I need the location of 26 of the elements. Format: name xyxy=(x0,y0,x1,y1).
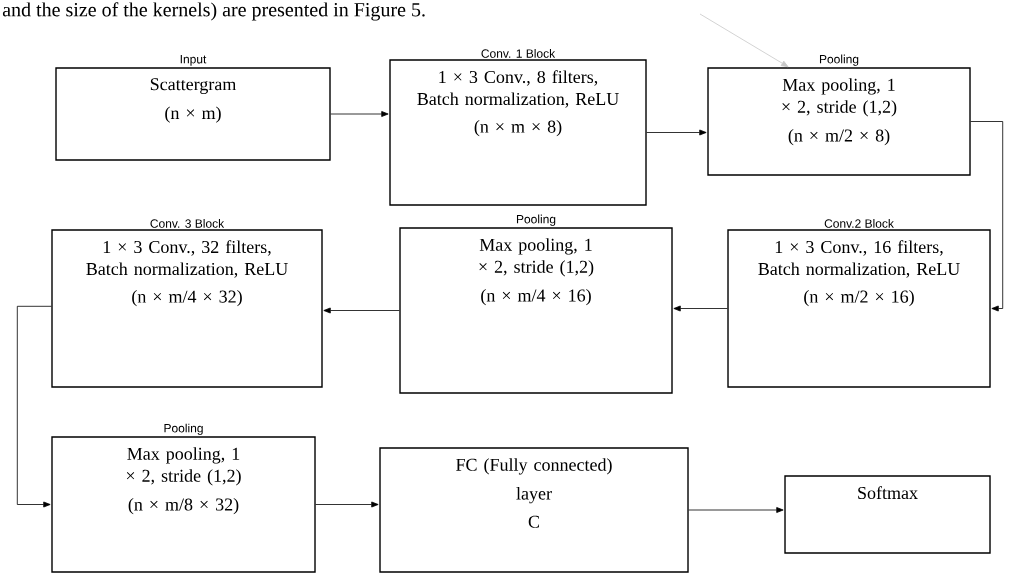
block-heading: Pooling xyxy=(164,423,203,435)
block-heading: Input xyxy=(180,55,207,66)
block-heading: Conv. 1 Block xyxy=(481,49,556,58)
layer-box: Scattergram (n × m) xyxy=(55,67,331,161)
caption-text: and the size of the kernels) are presented in Figure 5. xyxy=(2,2,425,21)
block-heading: Pooling xyxy=(820,54,859,66)
layer-box: Max pooling, 1 × 2, stride (1,2) (n × m/4 × 16) xyxy=(399,227,673,394)
arrow xyxy=(330,111,389,117)
arrow xyxy=(315,501,379,508)
arrow xyxy=(699,13,789,68)
arrow xyxy=(673,305,728,312)
layer-box: 1 × 3 Conv., 16 filters, Batch normalization, ReLU (n × m/2 × 16) xyxy=(727,229,991,388)
arrow xyxy=(646,129,707,136)
arrow xyxy=(970,121,1004,312)
layer-box: FC (Fully connected) layer C xyxy=(379,447,689,573)
block-heading: Pooling xyxy=(517,214,556,226)
block-heading: Conv. 3 Block xyxy=(150,219,225,228)
layer-box: Max pooling, 1 × 2, stride (1,2) (n × m/8 × 32) xyxy=(51,436,316,573)
arrow xyxy=(323,307,400,314)
layer-box: 1 × 3 Conv., 32 filters, Batch normalization, ReLU (n × m/4 × 32) xyxy=(51,229,323,388)
arrow xyxy=(16,305,52,508)
block-heading: Conv.2 Block xyxy=(824,219,894,228)
layer-box: Softmax xyxy=(784,475,991,554)
arrow xyxy=(688,507,784,513)
layer-box: Max pooling, 1 × 2, stride (1,2) (n × m/2 × 8) xyxy=(707,67,971,176)
layer-box: 1 × 3 Conv., 8 filters, Batch normalization, ReLU (n × m × 8) xyxy=(389,59,647,206)
